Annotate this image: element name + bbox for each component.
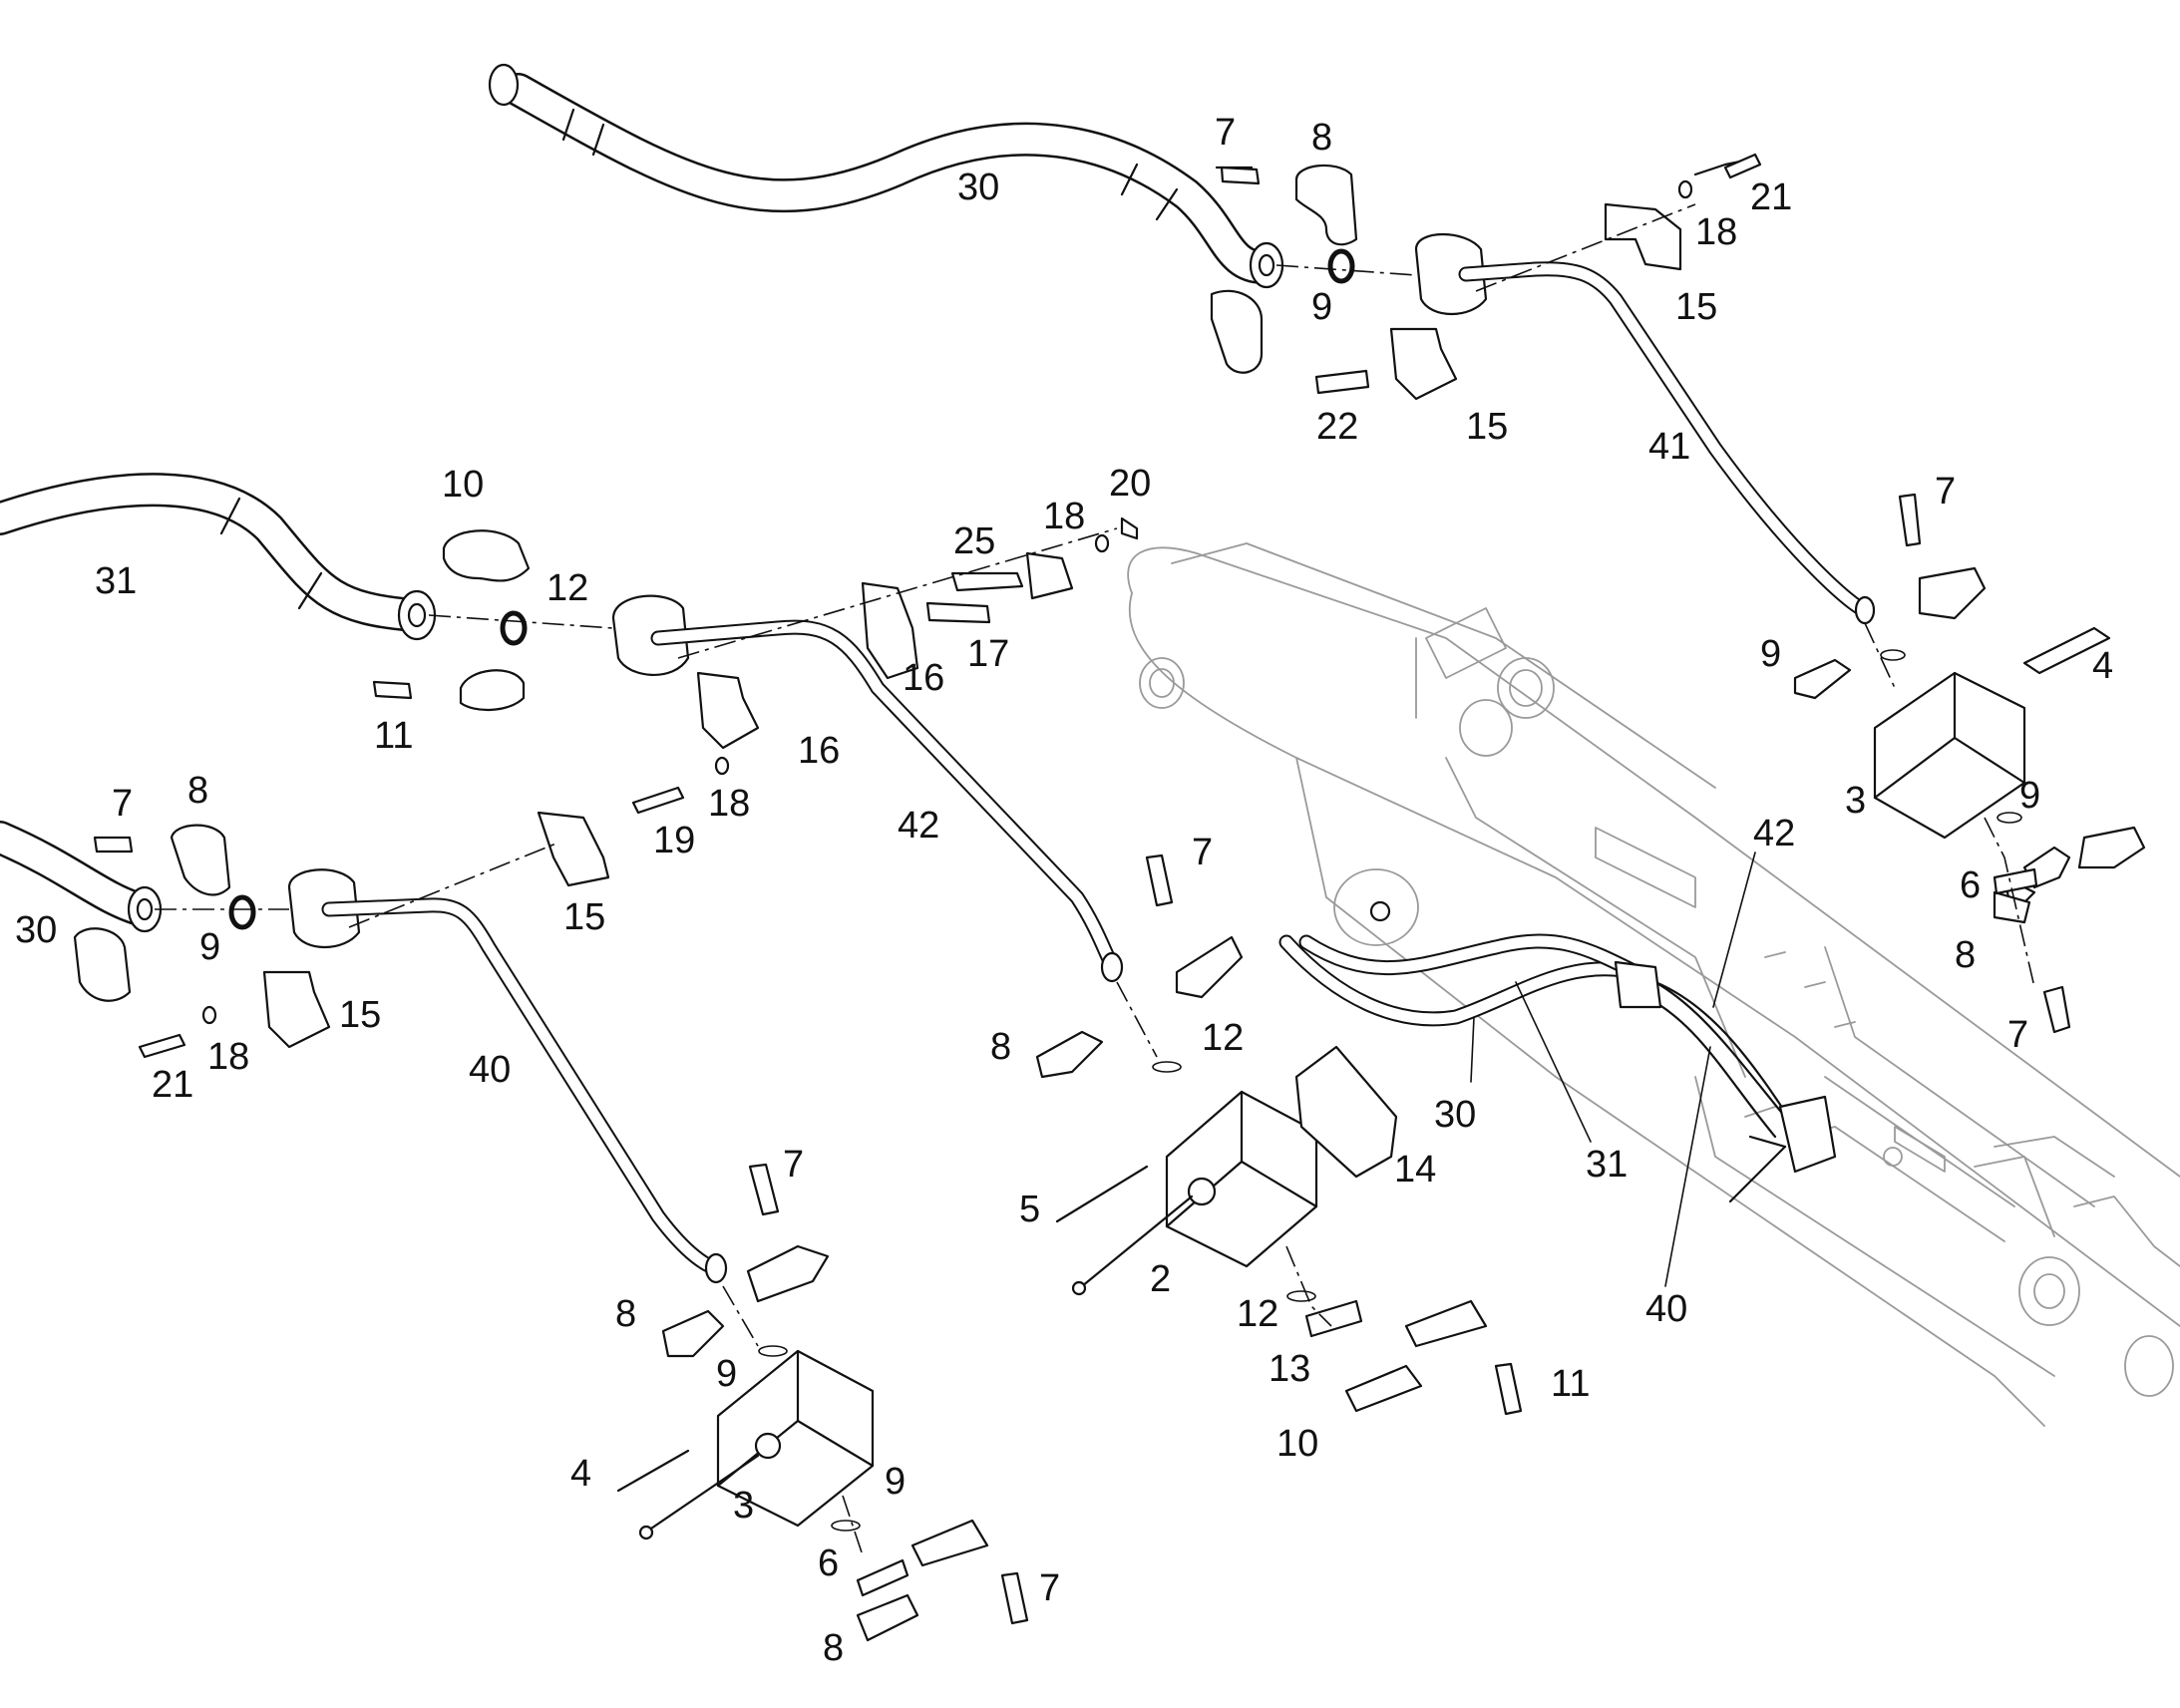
callout-label: 8 [990, 1026, 1011, 1068]
callout-label: 18 [708, 783, 750, 825]
callout-label: 22 [1316, 406, 1358, 448]
callout-label: 10 [1276, 1423, 1318, 1465]
brackets-top-right [1215, 153, 1762, 401]
callout-label: 18 [207, 1036, 249, 1078]
callout-label: 5 [1019, 1189, 1040, 1230]
callout-label: 7 [1215, 112, 1236, 154]
callout-label: 11 [1551, 1363, 1590, 1405]
callout-label: 3 [733, 1485, 754, 1527]
flange-clamp-top [1210, 164, 1358, 374]
o-ring-9-top [1327, 248, 1355, 284]
callout-label: 40 [1645, 1288, 1687, 1330]
leader-lines [1470, 852, 1756, 1287]
tube-40 [287, 868, 728, 1284]
callout-label: 6 [818, 1542, 839, 1584]
callout-label: 13 [1269, 1348, 1310, 1390]
callout-label: 42 [1753, 813, 1795, 854]
callout-label: 18 [1695, 211, 1737, 253]
axis-line-right [1864, 622, 2035, 988]
callout-label: 9 [199, 926, 220, 968]
callout-label: 8 [187, 770, 208, 812]
hose-31 [0, 473, 437, 641]
boom-arm [1127, 542, 2180, 1427]
callout-label: 31 [1586, 1144, 1628, 1186]
callout-label: 16 [903, 657, 944, 699]
flange-clamp-middle [372, 529, 531, 712]
callout-label: 7 [1935, 471, 1956, 512]
callout-label: 41 [1648, 426, 1690, 468]
axis-line-lower [155, 842, 559, 928]
callout-label: 16 [798, 730, 840, 772]
axis-line-top [1275, 203, 1696, 292]
callout-label: 11 [374, 715, 413, 757]
callout-label: 12 [1237, 1293, 1278, 1335]
valve-block-2 [1035, 854, 1523, 1416]
callout-label: 15 [1675, 286, 1717, 328]
callout-label: 18 [1043, 496, 1085, 537]
callout-label: 9 [716, 1353, 737, 1395]
callout-label: 25 [953, 520, 995, 562]
callout-label: 20 [1109, 463, 1151, 505]
callout-label: 15 [339, 994, 381, 1036]
o-ring-12-middle [500, 610, 528, 646]
callout-label: 9 [2019, 775, 2040, 817]
callout-label: 8 [615, 1293, 636, 1335]
callout-label: 7 [783, 1144, 804, 1186]
callout-label: 8 [1311, 117, 1332, 159]
callout-label: 21 [1750, 176, 1792, 218]
tube-42-middle [611, 594, 1124, 983]
callout-label: 12 [546, 567, 588, 609]
callout-label: 30 [1434, 1094, 1476, 1136]
callout-label: 15 [1466, 406, 1508, 448]
callout-label: 21 [152, 1064, 193, 1106]
valve-block-3-lower [616, 1163, 1029, 1642]
tube-41 [1414, 232, 1876, 625]
flange-clamp-lower [73, 824, 231, 1002]
axis-line-valve-2 [1116, 981, 1332, 1327]
callout-label: 17 [967, 633, 1009, 675]
callout-label: 9 [1760, 633, 1781, 675]
callout-label: 8 [823, 1627, 844, 1669]
callout-label: 40 [469, 1049, 511, 1091]
callout-label: 9 [1311, 286, 1332, 328]
o-ring-9-lower [228, 894, 256, 930]
brackets-lower [138, 811, 610, 1059]
callout-label: 9 [885, 1461, 906, 1503]
callout-label: 14 [1394, 1149, 1436, 1191]
callout-label: 31 [95, 560, 137, 602]
callout-label: 19 [653, 820, 695, 861]
axis-line-valve-3-lower [722, 1285, 864, 1556]
callout-label: 15 [563, 896, 605, 938]
callout-label: 7 [1039, 1567, 1060, 1609]
callout-label: 10 [442, 464, 484, 506]
callout-label: 2 [1150, 1258, 1171, 1300]
valve-block-3-right [1793, 493, 2146, 1034]
callout-labels: 30 7 8 21 18 9 15 22 15 41 10 31 12 11 2… [15, 112, 2113, 1669]
callout-label: 30 [15, 909, 57, 951]
callout-label: 42 [898, 805, 939, 847]
hose-30-top [488, 63, 1284, 289]
callout-label: 4 [570, 1453, 591, 1495]
callout-label: 30 [957, 167, 999, 208]
callout-label: 7 [1192, 832, 1213, 873]
callout-label: 6 [1960, 864, 1981, 906]
callout-label: 7 [112, 783, 133, 825]
axis-line-middle [428, 527, 1118, 659]
callout-label: 7 [2007, 1014, 2028, 1056]
hose-30-lower [0, 821, 163, 933]
callout-label: 12 [1202, 1017, 1244, 1059]
callout-label: 8 [1955, 934, 1976, 976]
installed-hoses [1278, 933, 1837, 1203]
callout-label: 4 [2092, 645, 2113, 687]
brackets-middle [631, 516, 1139, 815]
callout-label: 3 [1845, 780, 1866, 822]
